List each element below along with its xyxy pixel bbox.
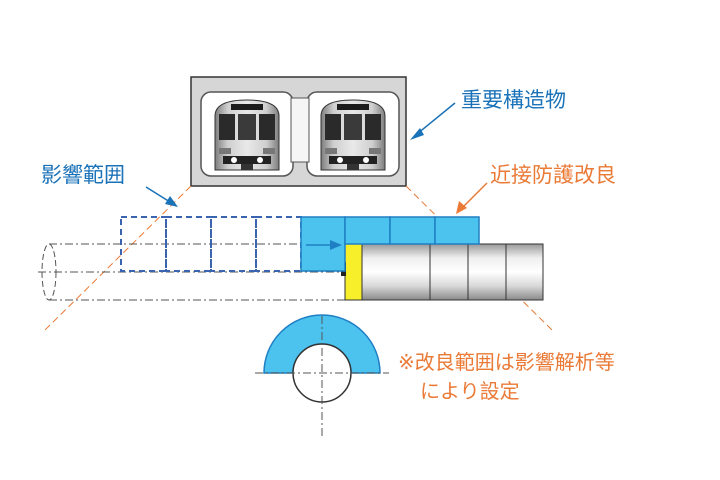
- train-front-icon: [200, 91, 294, 177]
- label-important-structure: 重要構造物: [461, 88, 566, 112]
- shield-tunnel: [38, 243, 544, 301]
- improvement-cell: [344, 216, 391, 245]
- structure-passage: [290, 97, 310, 163]
- improvement-cell: [389, 216, 436, 245]
- label-influence-range: 影響範囲: [41, 163, 125, 187]
- cross-section: [255, 314, 389, 437]
- influence-line-left: [44, 185, 192, 331]
- leader-structure: [410, 102, 456, 140]
- influence-cell: [120, 216, 167, 272]
- leader-influence: [145, 186, 178, 207]
- improvement-cell: [434, 216, 480, 245]
- advance-arrow-head: [330, 240, 342, 250]
- influence-cell: [210, 216, 257, 272]
- improvement-zone: [300, 216, 480, 272]
- note-line-1: ※改良範囲は影響解析等: [398, 350, 615, 374]
- train-front-icon: [306, 91, 400, 177]
- shield-cutter-face: [344, 243, 363, 301]
- label-protection-improvement: 近接防護改良: [490, 163, 616, 187]
- shield-machine-body: [344, 243, 544, 301]
- note-line-2: により設定: [420, 379, 520, 403]
- leader-improvement: [456, 182, 488, 214]
- important-structure: [190, 76, 407, 187]
